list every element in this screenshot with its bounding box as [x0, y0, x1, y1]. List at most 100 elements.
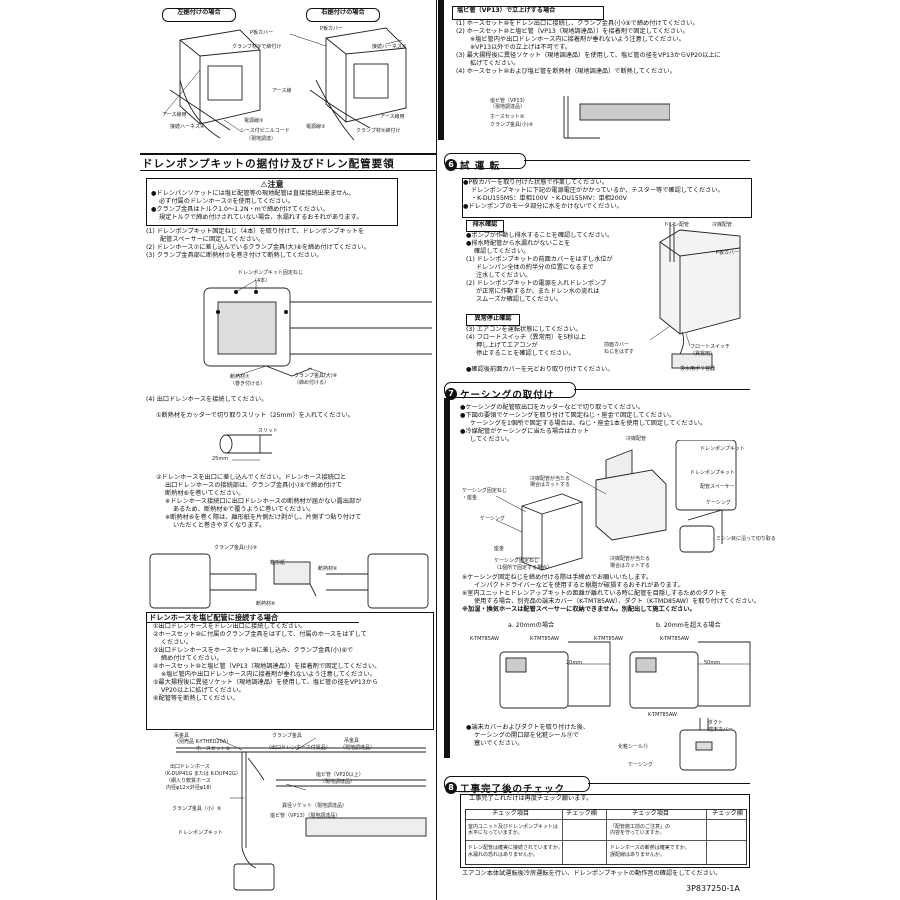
wiring-figure [163, 27, 407, 141]
fig-label: 冷媒配管が当たる [610, 556, 651, 562]
note-line: ※加湿・換気ホースは配管スペーサーに収納できません。別配出して施工ください。 [462, 606, 696, 613]
duct-note: ケーシング [628, 762, 653, 768]
vp13-title-box: 塩ビ管（VP13）で立上げする場合 [452, 6, 604, 20]
note-line: 冷媒配管がケーシングに当たる場合はカット [460, 428, 706, 436]
check-line: ポンプが作動し排水することを確認してください。 [466, 232, 613, 240]
sub-step: VP20以上に拡げてください。 [161, 687, 245, 695]
fig-label: 座金 [494, 546, 505, 552]
section-rule [140, 153, 436, 155]
fig-label: 吊金具 [174, 733, 190, 739]
step-line: 断熱材⑥を巻いてください。 [165, 490, 245, 497]
caution-line: ドレンパンソケットには塩ビ配管等の現地配管は直接接続出来ません。 [147, 190, 397, 198]
step4: (4) 出口ドレンホースを接続してください。 [146, 396, 268, 403]
duct-label: K-TMT85AW [530, 636, 559, 642]
fig-label: ケーシング固定ねじ [494, 558, 539, 564]
section7-number: 7 [445, 387, 457, 400]
sub-step: ⑤最大揚程後に異径ソケット（現地調達品）を使用して、塩ビ管の径をVP13から [153, 679, 379, 687]
duct-label: K-TMT85AW [594, 636, 623, 642]
checklist-footer: エアコン本体試運転後冷房運転を行い、ドレンポンプキットの動作音の確認をしてくださ… [462, 870, 722, 877]
fig-label: 離形紙 [270, 560, 286, 566]
duct-figure [499, 641, 751, 709]
sub-step: ①出口ドレンホースをドレン出口に接続してください。 [153, 623, 307, 631]
check-item: 「配管施工前のご注意」の [610, 824, 671, 830]
note-line: P板カバーを取り付けた状態で作業してください。 [463, 179, 751, 187]
fig-label: 前面カバー [604, 342, 630, 348]
vp13-line: (4) ホースセット⑩および塩ビ管を断熱材（現地調達品）で断熱してください。 [456, 68, 676, 75]
check-item: 水漏れの恐れはありませんか。 [468, 852, 538, 858]
fig-label: 塩ビ管（VP13） [490, 98, 528, 104]
fig-label: 断熱材⑥ [318, 566, 338, 572]
sub-step: ②ホースセット⑩に付属のクランプ金具をはずして、付属のホースをはずして [153, 631, 367, 639]
vp13-line: ※VP13以外での立上げは不可です。 [470, 44, 571, 51]
note-line: 下図の要領でケーシングを取り付けて固定ねじ・座金で固定してください。 [460, 412, 706, 420]
vp13-steps: (1) ホースセット⑩をドレン出口に接続し、クランプ金具(小)⑨で締め付けてくだ… [456, 20, 721, 76]
check-item: 室内ユニット及びドレンポンプキットは [468, 824, 558, 830]
sub-step: ※塩ビ管内や出口ドレンホース内に接着剤が垂れないよう注意してください。 [161, 671, 376, 679]
abnormal-line: (3) エアコンを運転状態にしてください。 [466, 326, 582, 333]
section7-title: ケーシングの取付け [460, 390, 555, 401]
section-rule [588, 783, 750, 784]
wiring-left-label-box: 左据付けの場合 [162, 8, 236, 22]
section7-notes2: ※ケーシング固定ねじを締め付ける際は手締めでお願いいたします。 インパクトドライ… [462, 574, 760, 614]
drain-check-label: 排水確認 [466, 220, 504, 232]
check-line: (1) ドレンポンプキットの前面カバーをはずし水位が [466, 256, 613, 263]
section7-notes: ケーシングの配管取出口をカッターなどで切り取ってください。 下図の要領でケーシン… [460, 404, 706, 444]
fig-label: 冷媒配管 [712, 222, 733, 228]
step-line: (2) ドレンホース⑦に差し込んでいるクランプ金具(大)⑧を締め付けてください。 [146, 244, 370, 251]
abnormal-lines: (3) エアコンを運転状態にしてください。 (4) フロートスイッチ（異常用）を… [466, 326, 586, 358]
caution-line: 規定トルクで締め付けされていない場合、水漏れするおそれがあります。 [159, 214, 363, 221]
check-item: 内容を守っていますか。 [610, 830, 665, 836]
vp13-line: 拡げてください。 [470, 60, 520, 67]
fig-label: （出口ドレンホース付属品） [266, 745, 331, 751]
casing-figure [495, 440, 737, 571]
wiring-right-label-box: 右据付けの場合 [306, 8, 380, 22]
check-line: スムーズか確認してください。 [476, 296, 562, 303]
step4-2: ②ドレンホースを出口に差し込んでください。ドレンホース接続口と 出口ドレンホース… [156, 474, 361, 530]
wiring-left-label: 左据付けの場合 [177, 9, 221, 16]
check-line: ドレンパン全体の約半分の位置になるまで [476, 264, 594, 271]
note-line: ケーシングの開口部を化粧シール⑪で [474, 732, 580, 739]
vp13-line: ※塩ビ管内や出口ドレンホース内に接着剤が垂れないよう注意してください。 [470, 36, 685, 43]
section8-number: 8 [445, 781, 457, 794]
sub-step: ください。 [161, 639, 192, 647]
checklist-intro: 工事完了これだけは再度チェック願います。 [469, 795, 593, 802]
wiring-label: アース線用 [380, 114, 405, 120]
fig-label: ミシン目に沿って切り取る [716, 536, 776, 542]
check-line: が正常に作動するか、またドレン水の流れは [476, 288, 600, 295]
section6-number: 6 [445, 158, 457, 171]
fig-label: （巻き付ける） [230, 381, 266, 387]
duct-label: K-TMT85AW [648, 712, 677, 718]
case-a-label: a. 20mmの場合 [508, 622, 555, 629]
fig-label: ケーシング固定ねじ [462, 488, 507, 494]
sub-step: ③出口ドレンホースをホースセット⑩に差し込み、クランプ金具(小)⑨で [153, 647, 354, 655]
fig-label: クランプ金具(大)⑧ [294, 373, 338, 379]
checklist: 工事完了これだけは再度チェック願います。 チェック項目 チェック欄 チェック項目… [460, 794, 750, 868]
note-line: ケーシングを1個所で固定する場合は、ねじ・座金1本を使用して固定してください。 [470, 420, 707, 427]
fig-label: 冷媒配管が当たる [530, 476, 571, 482]
fig-label: （現地調達品） [320, 779, 356, 785]
pvc-connection-box: ドレンホースを塩ビ配管に接続する場合 ①出口ドレンホースをドレン出口に接続してく… [146, 612, 434, 730]
caution-title: ⚠注意 [260, 180, 284, 189]
fig-label: 塩ビ管（VP20以上） [316, 772, 364, 778]
final-note: 確認後前面カバーを元どおり取り付けてください。 [466, 366, 613, 374]
fig-label: （K-DUP41G または K-DUP42G） [162, 771, 241, 777]
fig-label: フロートスイッチ [690, 344, 731, 350]
wiring-label: クランプ材⑤で締付け [232, 44, 282, 50]
step-line: (3) クランプ金具部に断熱材⑦を巻き付けて断熱してください。 [146, 252, 323, 259]
note-line: ドレンポンプキットに下記の電源電圧がかかっているか、テスター等で確認してください… [471, 187, 724, 194]
sub-step: ⑥配管等を断熱してください。 [153, 695, 239, 703]
duct-label: K-TMT85AW [470, 636, 499, 642]
abnormal-line: 押し上げてエアコンが [476, 342, 538, 349]
fig-label: ケーシング [480, 516, 505, 522]
wiring-label: 接続ハーネス④ [170, 124, 205, 130]
document-code: 3P837250-1A [686, 884, 740, 893]
fig-label: クランプ金具(小)⑨ [490, 122, 534, 128]
section8-title: 工事完了後のチェック [460, 784, 566, 795]
test-run-figure [649, 222, 741, 369]
duct-note: 端末カバー [708, 727, 734, 733]
note-line: ケーシングの配管取出口をカッターなどで切り取ってください。 [460, 404, 706, 412]
check-line: 注水してください。 [476, 272, 532, 279]
